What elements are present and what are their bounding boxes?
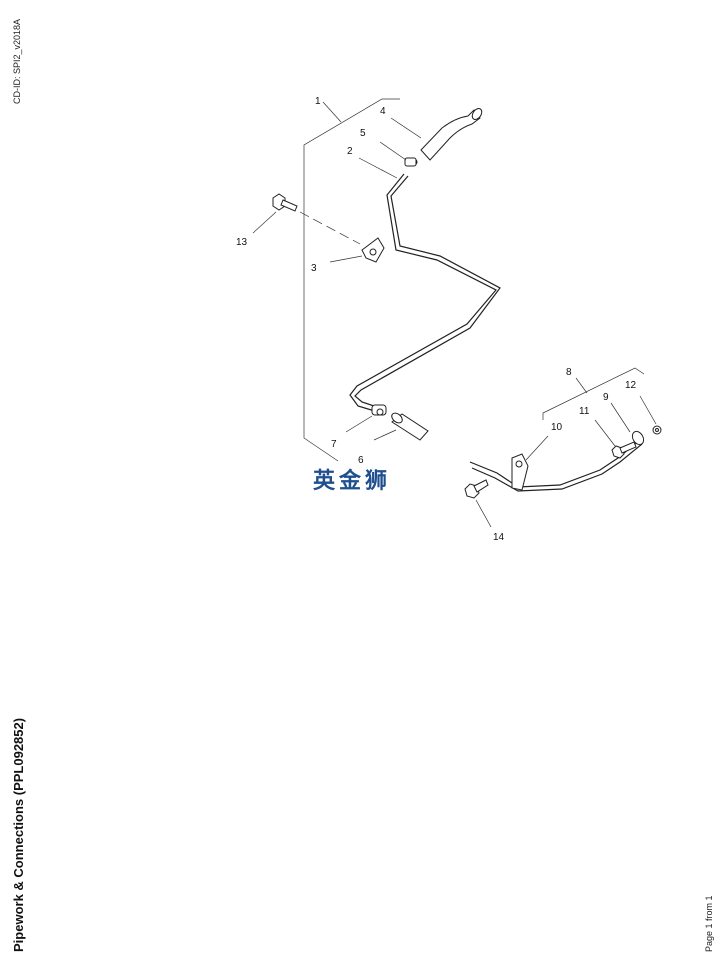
callout-10: 10 — [551, 422, 563, 433]
assembly-bracket-8 — [542, 367, 645, 420]
bolt-part-13 — [272, 193, 361, 245]
callout-2: 2 — [347, 146, 353, 157]
watermark: 英金狮 — [313, 469, 392, 494]
callout-6: 6 — [358, 455, 364, 466]
bolt-part-14 — [464, 479, 489, 499]
hose-part-4 — [420, 108, 483, 161]
clip-part-7 — [371, 404, 387, 416]
main-pipe — [349, 173, 501, 413]
secondary-pipe — [469, 439, 643, 492]
callout-5: 5 — [360, 128, 366, 139]
bracket-part-3 — [361, 237, 385, 263]
callout-3: 3 — [311, 263, 317, 274]
callout-13: 13 — [236, 237, 248, 248]
callout-8: 8 — [566, 367, 572, 378]
hose-part-6 — [391, 412, 429, 441]
callout-12: 12 — [625, 380, 637, 391]
washer-part-12 — [652, 425, 662, 435]
callout-1: 1 — [315, 96, 321, 107]
clip-part-5 — [404, 157, 418, 167]
union-part-9 — [631, 430, 645, 446]
flange-part-10 — [511, 453, 529, 491]
callout-4: 4 — [380, 106, 386, 117]
assembly-bracket-1 — [303, 98, 400, 462]
callout-14: 14 — [493, 532, 505, 543]
callout-9: 9 — [603, 392, 609, 403]
leader-lines — [252, 117, 657, 528]
bolt-part-11 — [611, 441, 637, 459]
callout-11: 11 — [579, 406, 590, 417]
callout-7: 7 — [331, 439, 337, 450]
